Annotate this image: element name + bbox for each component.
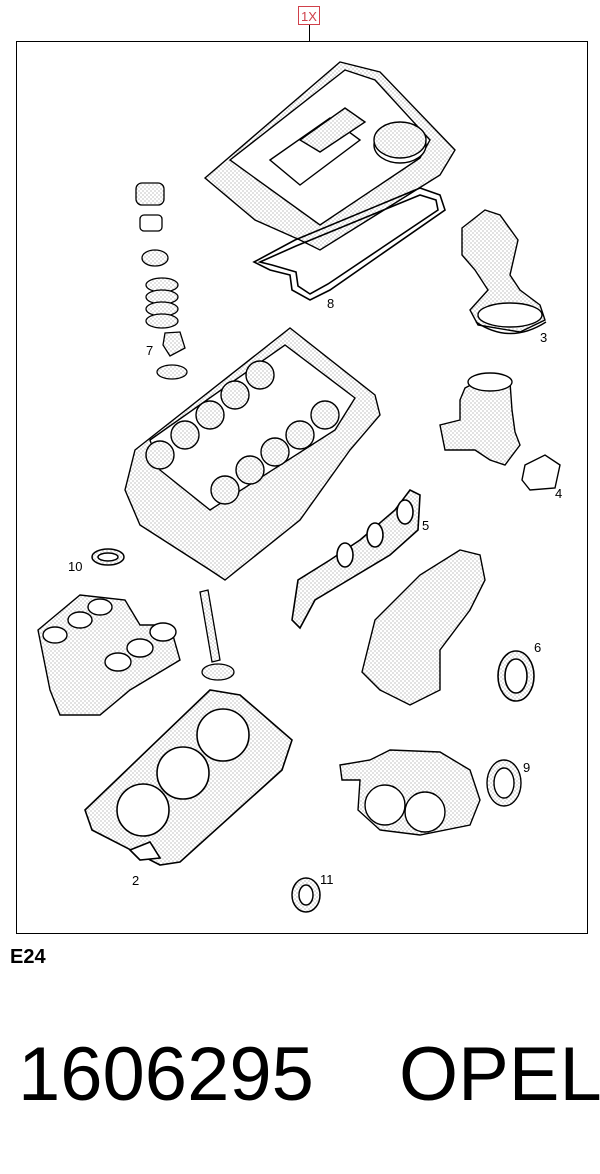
callout-11: 11 — [320, 872, 334, 887]
callout-6: 6 — [534, 640, 541, 655]
diagram-code: E24 — [10, 946, 46, 968]
seal-ring-6-drawing — [497, 650, 535, 702]
seal-ring-11-drawing — [291, 877, 321, 913]
egr-housing-drawing — [439, 372, 561, 491]
part-number: 1606295 — [18, 1032, 314, 1117]
callout-10: 10 — [68, 559, 82, 574]
valve-cover-gasket-drawing — [252, 187, 446, 301]
engine-block-drawing — [124, 327, 381, 581]
brand-name: OPEL — [399, 1032, 600, 1117]
valve-spring-parts-drawing — [135, 182, 188, 380]
water-outlet-drawing — [339, 749, 522, 836]
exhaust-manifold-drawing — [361, 549, 486, 706]
intake-manifold-drawing — [37, 594, 181, 716]
head-gasket-drawing — [84, 689, 293, 866]
callout-2: 2 — [132, 873, 139, 888]
quantity-badge: 1X — [298, 6, 320, 25]
o-ring-10-drawing — [91, 548, 125, 566]
part-footer: 1606295 OPEL — [18, 1030, 600, 1120]
callout-8: 8 — [327, 296, 334, 311]
callout-7: 7 — [146, 343, 153, 358]
callout-4: 4 — [555, 486, 562, 501]
exhaust-manifold-gasket-drawing — [291, 488, 421, 630]
thermostat-housing-drawing — [461, 209, 547, 335]
valve-drawing — [199, 589, 235, 681]
callout-9: 9 — [523, 760, 530, 775]
callout-5: 5 — [422, 518, 429, 533]
valve-cover-drawing — [203, 61, 456, 251]
callout-3: 3 — [540, 330, 547, 345]
badge-leader-line — [309, 25, 310, 42]
diagram-frame — [16, 41, 588, 934]
